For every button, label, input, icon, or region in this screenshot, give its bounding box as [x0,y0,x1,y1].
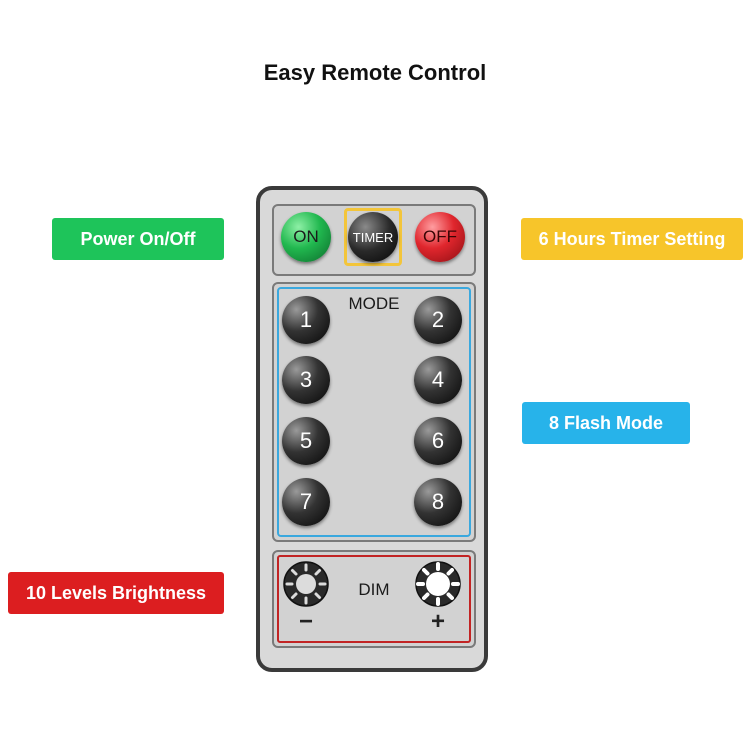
on-button[interactable]: ON [281,212,331,262]
mode-button-3[interactable]: 3 [282,356,330,404]
brightness-levels-label: 10 Levels Brightness [8,572,224,614]
dim-minus-sign: − [298,608,313,635]
page-title: Easy Remote Control [263,60,487,85]
timer-button[interactable]: TIMER [348,212,398,262]
mode-button-2[interactable]: 2 [414,296,462,344]
mode-button-1[interactable]: 1 [282,296,330,344]
mode-button-8[interactable]: 8 [414,478,462,526]
mode-panel-border [277,287,471,537]
power-on-off-label: Power On/Off [52,218,224,260]
dim-down-button[interactable] [282,560,330,608]
remote-control: ON TIMER OFF MODE 1 2 3 4 5 6 7 8 DIM [256,186,488,672]
mode-button-5[interactable]: 5 [282,417,330,465]
off-button[interactable]: OFF [415,212,465,262]
mode-label: MODE [348,294,400,313]
timer-setting-label: 6 Hours Timer Setting [521,218,743,260]
flash-mode-label: 8 Flash Mode [522,402,690,444]
mode-button-6[interactable]: 6 [414,417,462,465]
dim-plus-sign: + [430,608,445,635]
mode-button-4[interactable]: 4 [414,356,462,404]
mode-button-7[interactable]: 7 [282,478,330,526]
dim-label: DIM [358,580,390,599]
dim-panel-border [277,555,471,643]
dim-up-button[interactable] [414,560,462,608]
timer-highlight-frame [344,208,402,266]
